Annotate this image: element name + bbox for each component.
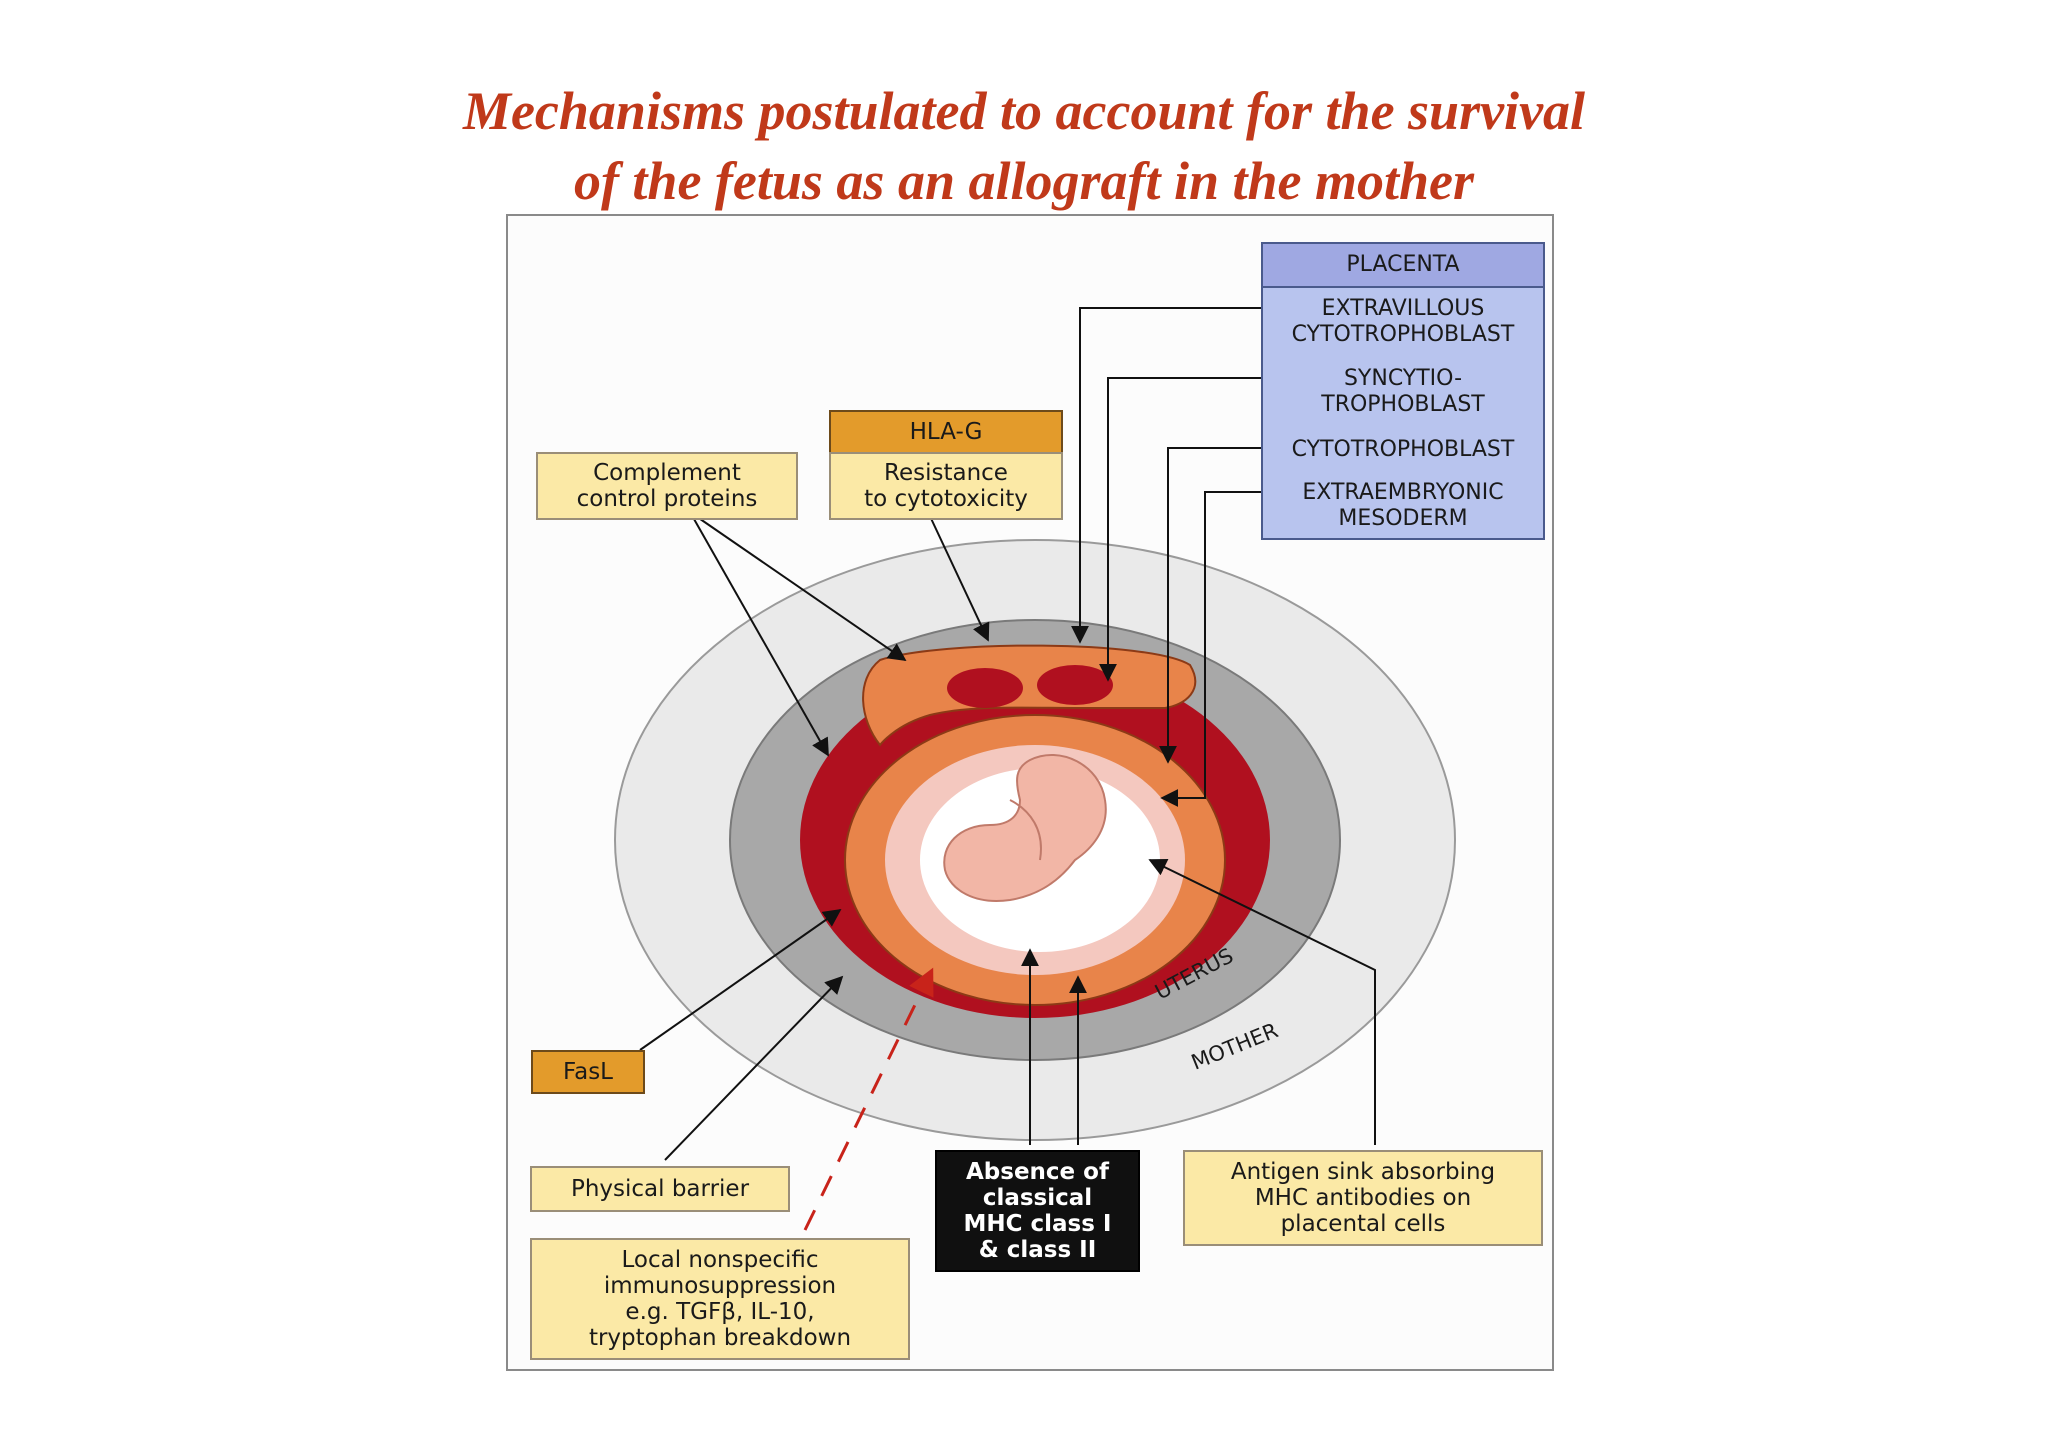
arrow-local-immunosuppression	[803, 967, 934, 1231]
hla-g-text: HLA-G	[909, 419, 983, 445]
layer-cytotrophoblast: CYTOTROPHOBLAST	[1263, 437, 1543, 463]
hla-g-box: HLA-G	[829, 410, 1063, 454]
complement-box: Complement control proteins	[536, 452, 798, 520]
title-line-1: Mechanisms postulated to account for the…	[462, 81, 1586, 141]
resistance-line1: Resistance	[884, 460, 1008, 486]
antigen-sink-line2: MHC antibodies on	[1254, 1185, 1472, 1211]
lacuna-1	[947, 668, 1023, 708]
arrow-syncytio	[1099, 377, 1261, 682]
arrow-fasl	[639, 908, 842, 1051]
local-immunosuppression-box: Local nonspecific immunosuppression e.g.…	[530, 1238, 910, 1360]
layer-extravillous-line2: CYTOTROPHOBLAST	[1291, 322, 1515, 347]
arrow-cytotrophoblast	[1159, 447, 1261, 764]
absence-mhc-line3: MHC class I	[963, 1211, 1112, 1237]
antigen-sink-line1: Antigen sink absorbing	[1230, 1159, 1496, 1185]
arrow-complement-1	[689, 511, 907, 662]
complement-line1: Complement	[593, 460, 741, 486]
arrow-physical-barrier	[664, 975, 844, 1161]
absence-mhc-line1: Absence of	[966, 1159, 1109, 1185]
layer-cytotrophoblast-line1: CYTOTROPHOBLAST	[1291, 437, 1515, 462]
layer-extraembryonic: EXTRAEMBRYONIC MESODERM	[1263, 480, 1543, 532]
layer-extraembryonic-line1: EXTRAEMBRYONIC	[1302, 480, 1504, 505]
resistance-box: Resistance to cytotoxicity	[829, 452, 1063, 520]
resistance-line2: to cytotoxicity	[864, 486, 1028, 512]
arrow-complement-2	[689, 511, 829, 757]
arrow-extraembryonic	[1160, 491, 1261, 807]
antigen-sink-line3: placental cells	[1280, 1211, 1446, 1237]
absence-mhc-line2: classical	[982, 1185, 1093, 1211]
physical-barrier-text: Physical barrier	[570, 1176, 750, 1202]
fasl-box: FasL	[531, 1050, 645, 1094]
absence-mhc-box: Absence of classical MHC class I & class…	[935, 1150, 1140, 1272]
layer-syncytio-line2: TROPHOBLAST	[1321, 392, 1485, 417]
fetus	[943, 754, 1107, 902]
arrow-resistance	[927, 511, 990, 642]
antigen-sink-box: Antigen sink absorbing MHC antibodies on…	[1183, 1150, 1543, 1246]
layer-extraembryonic-line2: MESODERM	[1338, 506, 1468, 531]
complement-line2: control proteins	[576, 486, 758, 512]
placenta-legend: PLACENTA EXTRAVILLOUS CYTOTROPHOBLAST SY…	[1261, 242, 1545, 540]
placenta-header: PLACENTA	[1263, 244, 1543, 288]
local-immuno-line3: e.g. TGFβ, IL-10,	[625, 1299, 815, 1325]
arrow-antigen-sink	[1148, 859, 1376, 1145]
layer-extravillous-line1: EXTRAVILLOUS	[1321, 296, 1485, 321]
lacuna-2	[1037, 665, 1113, 705]
layer-syncytio: SYNCYTIO- TROPHOBLAST	[1263, 366, 1543, 418]
local-immuno-line2: immunosuppression	[603, 1273, 837, 1299]
arrow-extravillous	[1071, 307, 1261, 644]
physical-barrier-box: Physical barrier	[530, 1166, 790, 1212]
local-immuno-line1: Local nonspecific	[621, 1247, 819, 1273]
fasl-text: FasL	[562, 1059, 613, 1085]
title-line-2: of the fetus as an allograft in the moth…	[573, 151, 1475, 211]
absence-mhc-line4: & class II	[978, 1237, 1097, 1263]
layer-extravillous: EXTRAVILLOUS CYTOTROPHOBLAST	[1263, 296, 1543, 348]
layer-syncytio-line1: SYNCYTIO-	[1343, 366, 1463, 391]
local-immuno-line4: tryptophan breakdown	[588, 1325, 852, 1351]
